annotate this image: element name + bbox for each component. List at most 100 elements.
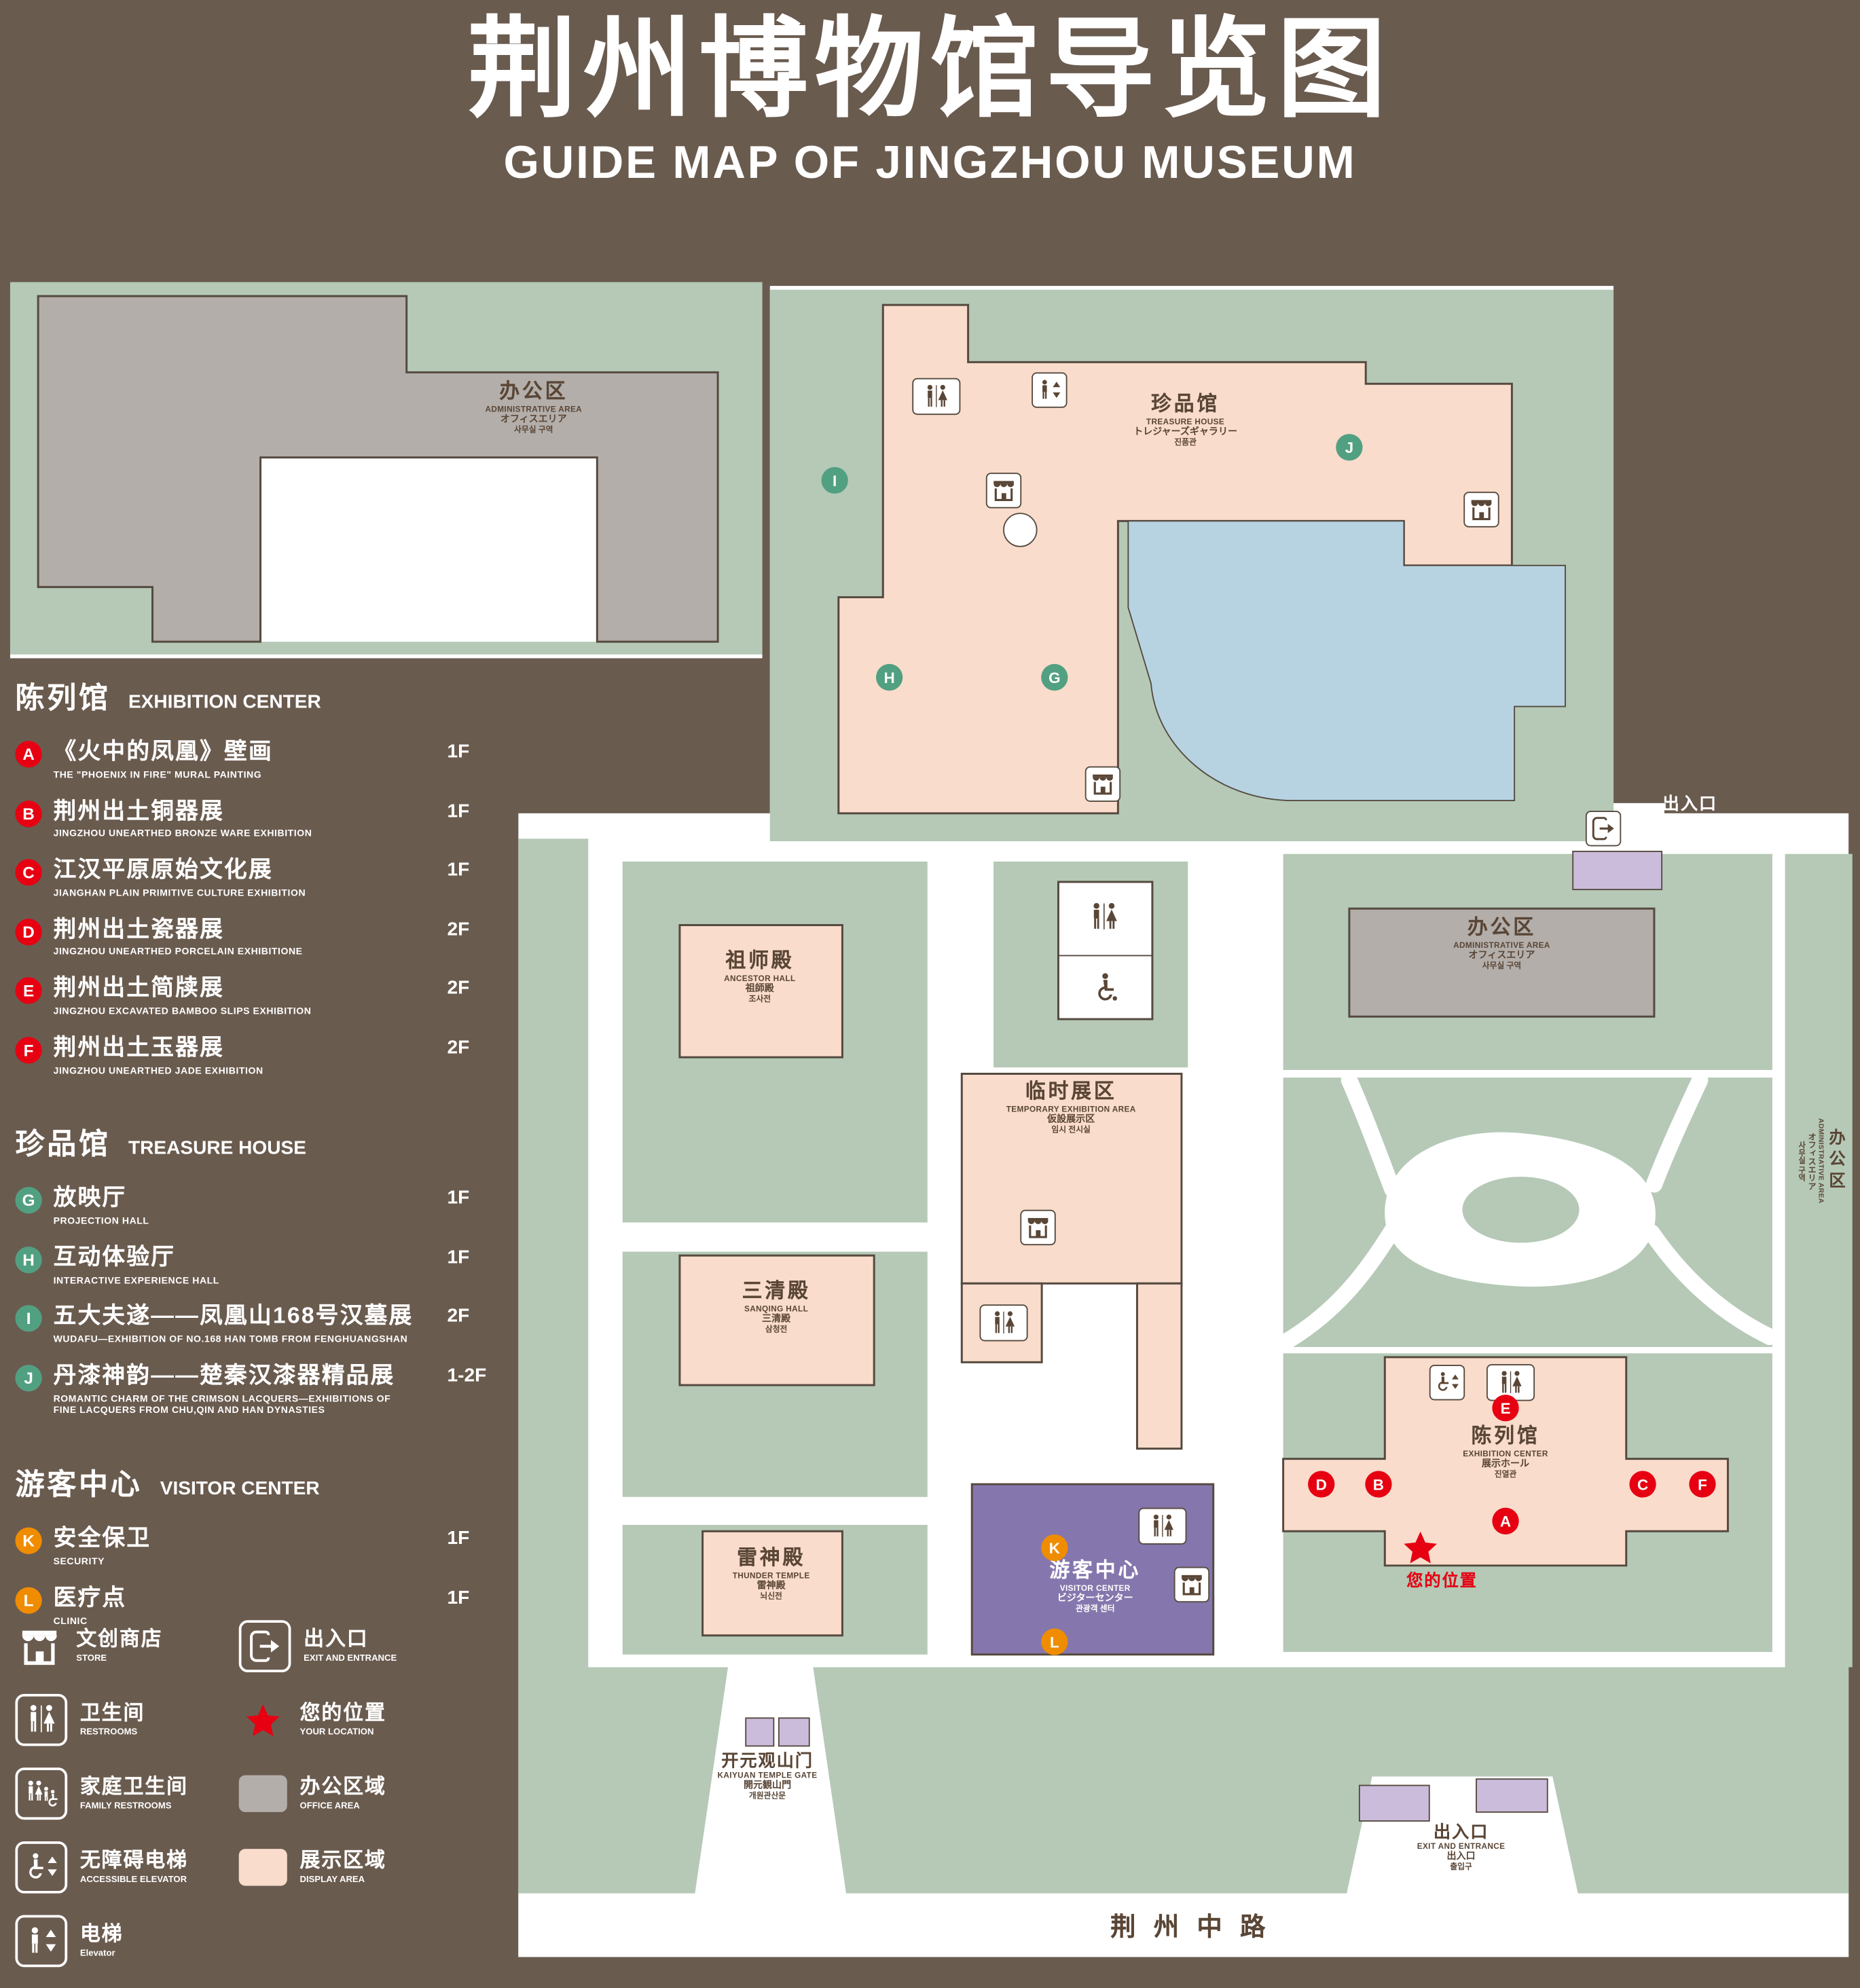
legend-item-title: 互动体验厅 xyxy=(53,1243,176,1270)
map-label-line: 삼청전 xyxy=(765,1325,788,1335)
legend-section-title-zh: 陈列馆 xyxy=(15,681,111,714)
page-subtitle: GUIDE MAP OF JINGZHOU MUSEUM xyxy=(503,135,1357,188)
accessible-elevator-icon xyxy=(1434,1370,1459,1395)
legend-item-subtitle: SECURITY xyxy=(53,1555,105,1567)
map-label-line: 出入口 xyxy=(1675,822,1704,834)
map-store xyxy=(1084,766,1121,802)
map-accessible-elevator xyxy=(1429,1365,1465,1401)
map-restroom-figures xyxy=(912,378,961,416)
legend-item-title: 丹漆神韵——楚秦汉漆器精品展 xyxy=(53,1362,395,1388)
accessible-elevator-icon xyxy=(24,1850,59,1885)
map-label-line: 仮設展示区 xyxy=(1047,1113,1095,1125)
legend-marker-D: D xyxy=(15,918,42,945)
map-exit xyxy=(1585,811,1622,847)
map-restroom-figures xyxy=(1486,1364,1535,1401)
map-label-line: 三清殿 xyxy=(742,1281,811,1303)
restroom-figures-icon xyxy=(24,1703,59,1737)
legend-item-subtitle: JIANGHAN PLAIN PRIMITIVE CULTURE EXHIBIT… xyxy=(53,887,306,899)
map-label-line: ANCESTOR HALL xyxy=(724,974,796,984)
map-label-line: 뇌신전 xyxy=(760,1592,782,1602)
legend-marker-L: L xyxy=(15,1587,42,1614)
family-figures-icon xyxy=(24,1776,59,1811)
map-label-line: 開元観山門 xyxy=(743,1779,792,1791)
legend-item-title: 医疗点 xyxy=(53,1584,127,1610)
map-label-line: 출입구 xyxy=(1450,1863,1472,1873)
legend-marker-G: G xyxy=(15,1187,42,1214)
map-marker-F: F xyxy=(1689,1471,1716,1498)
map-marker-L: L xyxy=(1041,1628,1068,1655)
map-label-line: 출입구 xyxy=(1679,834,1701,845)
legend-iconbox-family-restroom xyxy=(15,1767,68,1820)
legend-icon-label-en: RESTROOMS xyxy=(79,1727,138,1737)
map-marker-K: K xyxy=(1041,1534,1068,1562)
restroom-figures-icon xyxy=(1144,1512,1182,1540)
legend-item-floor: 1F xyxy=(447,800,470,822)
building-sanqing-hall xyxy=(678,1254,875,1386)
map-store xyxy=(1173,1566,1210,1603)
legend-item-texts: 安全保卫 SECURITY xyxy=(54,1526,151,1568)
legend-item-floor: 2F xyxy=(447,1036,470,1059)
legend-icon-label-en: STORE xyxy=(76,1654,107,1663)
road-label: 荆州中路 xyxy=(1110,1913,1283,1942)
legend-item-subtitle: INTERACTIVE EXPERIENCE HALL xyxy=(53,1274,219,1286)
map-label-line: ビジターセンター xyxy=(1057,1592,1133,1604)
legend-icon-label-zh: 出入口 xyxy=(304,1629,369,1651)
map-label-line: TREASURE HOUSE xyxy=(1146,418,1225,427)
map-label-line: 사무실 구역 xyxy=(514,426,553,435)
map-label-line: ADMINISTRATIVE AREA xyxy=(1453,941,1550,951)
legend-item-subtitle: JINGZHOU UNEARTHED BRONZE WARE EXHIBITIO… xyxy=(53,828,312,839)
map-marker-D: D xyxy=(1308,1471,1335,1498)
legend-item-title: 荆州出土玉器展 xyxy=(53,1033,225,1060)
map-label-line: 出入口 xyxy=(1662,794,1717,813)
building-thunder-temple xyxy=(701,1530,843,1637)
map-label-line: TEMPORARY EXHIBITION AREA xyxy=(1006,1105,1136,1115)
legend-item-texts: 互动体验厅 INTERACTIVE EXPERIENCE HALL xyxy=(53,1243,219,1287)
legend-item-floor: 2F xyxy=(447,1305,470,1327)
legend-item-title: 安全保卫 xyxy=(53,1525,151,1551)
legend-icon-label-zh: 电梯 xyxy=(79,1923,124,1946)
map-elevator xyxy=(1032,372,1068,408)
legend-item-floor: 2F xyxy=(447,977,470,999)
map-label-line: 조사전 xyxy=(748,995,771,1004)
map-location-star xyxy=(1402,1529,1440,1567)
legend-icon-label-zh: 您的位置 xyxy=(299,1703,386,1725)
map-marker-C: C xyxy=(1629,1471,1656,1498)
garden-paths xyxy=(1277,1071,1779,1350)
legend-star-wrap xyxy=(239,1701,287,1739)
restroom-figures-icon xyxy=(1491,1369,1529,1397)
map-label-line: KAIYUAN TEMPLE GATE xyxy=(717,1771,818,1780)
building-restrooms xyxy=(1057,881,1154,1020)
map-marker-A: A xyxy=(1492,1507,1519,1534)
map-label-line: 您的位置 xyxy=(1406,1570,1478,1590)
legend-icon-label-en: ACCESSIBLE ELEVATOR xyxy=(79,1875,187,1885)
map-restroom-figures xyxy=(979,1304,1028,1342)
building-admin-right xyxy=(1348,907,1656,1018)
entrance-mat-gate-left xyxy=(745,1717,775,1747)
garden-island xyxy=(1462,1177,1580,1243)
